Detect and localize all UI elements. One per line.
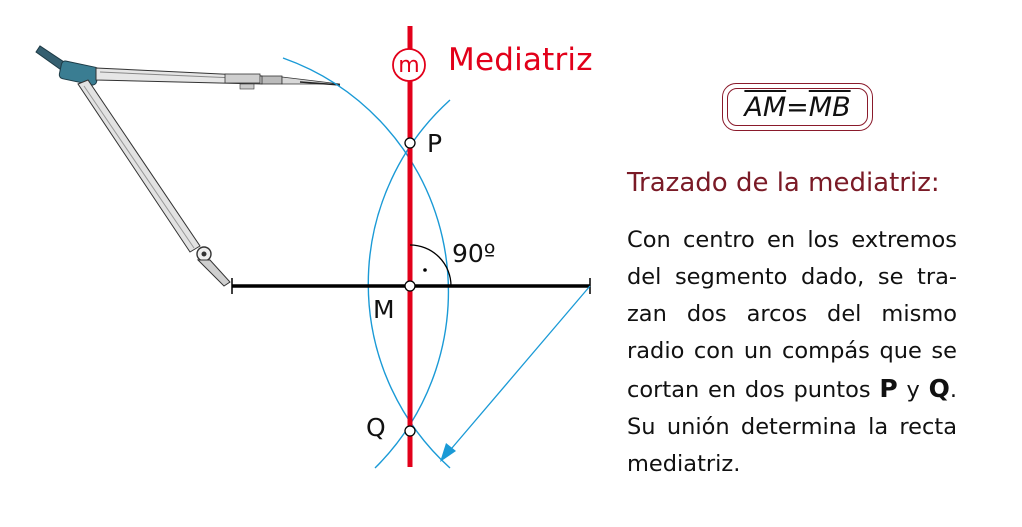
radius-arrow-line — [445, 285, 591, 456]
right-angle-arc — [409, 244, 452, 287]
mediatriz-badge-icon: m — [392, 48, 426, 82]
formula-inner: AM=MB — [727, 88, 868, 126]
angle-label: 90º — [452, 239, 496, 268]
arc-from-a — [282, 57, 450, 469]
desc-text-1: Con centro en los extremos del segmento … — [627, 227, 957, 403]
desc-text-3: . Su unión determina la recta mediatriz. — [627, 377, 957, 477]
section-description: Con centro en los extremos del segmento … — [627, 222, 957, 483]
point-p — [404, 137, 416, 149]
construction-diagram: P M Q 90º — [35, 26, 591, 469]
badge-letter: m — [398, 53, 419, 78]
formula-box: AM=MB — [722, 83, 873, 131]
desc-bold-q: Q — [928, 374, 950, 403]
right-angle-dot — [423, 268, 427, 272]
formula: AM=MB — [744, 92, 850, 123]
formula-am: AM — [744, 91, 787, 123]
radius-arrowhead-icon — [440, 443, 456, 462]
label-q: Q — [366, 413, 386, 442]
formula-equals: = — [786, 91, 809, 123]
section-title: Trazado de la mediatriz: — [627, 168, 940, 198]
formula-mb: MB — [808, 91, 851, 123]
compass-icon — [35, 45, 341, 287]
point-m — [404, 280, 416, 292]
desc-bold-p: P — [879, 374, 898, 403]
label-m: M — [373, 295, 395, 324]
mediatriz-title: Mediatriz — [448, 42, 593, 78]
point-q — [404, 425, 416, 437]
desc-text-2: y — [897, 377, 929, 403]
label-p: P — [427, 129, 442, 158]
